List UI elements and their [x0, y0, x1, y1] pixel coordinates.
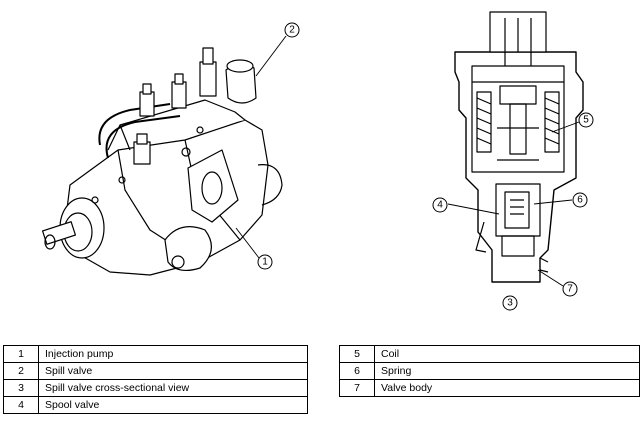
legend-row: 3 Spill valve cross-sectional view — [3, 379, 308, 397]
callout-number-5: 5 — [583, 115, 589, 126]
legend-label: Injection pump — [38, 345, 308, 363]
legend-number: 2 — [3, 362, 39, 380]
legend-table-right: 5 Coil 6 Spring 7 Valve body — [339, 345, 640, 397]
callout-circle-3 — [502, 295, 518, 311]
legend-label: Spool valve — [38, 396, 308, 414]
legend-label: Spill valve cross-sectional view — [38, 379, 308, 397]
legend-table-left: 1 Injection pump 2 Spill valve 3 Spill v… — [3, 345, 308, 414]
legend-row: 4 Spool valve — [3, 396, 308, 414]
callout-number-3: 3 — [507, 298, 513, 309]
legend-label: Valve body — [374, 379, 640, 397]
callout-number-7: 7 — [567, 284, 573, 295]
legend-row: 5 Coil — [339, 345, 640, 363]
callout-number-6: 6 — [577, 195, 583, 206]
callout-number-2: 2 — [289, 25, 295, 36]
callout-circle-1 — [257, 254, 273, 270]
legend-label: Spring — [374, 362, 640, 380]
legend-row: 7 Valve body — [339, 379, 640, 397]
legend-number: 7 — [339, 379, 375, 397]
legend-number: 1 — [3, 345, 39, 363]
legend-row: 6 Spring — [339, 362, 640, 380]
spill-valve-cross-section — [454, 11, 584, 283]
legend-number: 4 — [3, 396, 39, 414]
legend-number: 5 — [339, 345, 375, 363]
legend-label: Coil — [374, 345, 640, 363]
leader-lines — [235, 35, 580, 287]
callout-number-4: 4 — [437, 200, 443, 211]
callout-circle-2 — [284, 22, 300, 38]
injection-pump-drawing — [41, 47, 283, 276]
legend-number: 3 — [3, 379, 39, 397]
illustration: 2 1 5 6 4 7 3 — [41, 11, 594, 311]
callout-circle-4 — [432, 197, 448, 213]
callout-circle-7 — [562, 281, 578, 297]
callout-circle-6 — [572, 192, 588, 208]
legend-row: 2 Spill valve — [3, 362, 308, 380]
legend-row: 1 Injection pump — [3, 345, 308, 363]
callout-number-1: 1 — [262, 257, 268, 268]
callout-circle-5 — [578, 112, 594, 128]
legend-number: 6 — [339, 362, 375, 380]
coil-hatching — [476, 91, 560, 153]
legend-label: Spill valve — [38, 362, 308, 380]
